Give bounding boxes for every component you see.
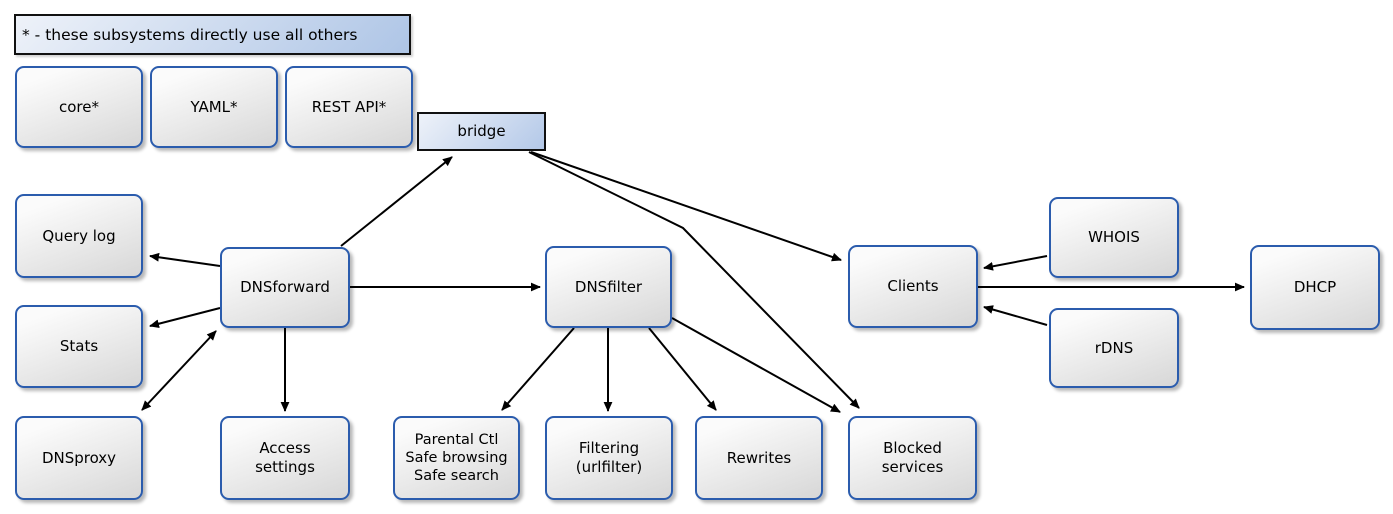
node-dhcp: DHCP [1250, 245, 1380, 330]
node-parental-ctl: Parental Ctl Safe browsing Safe search [393, 416, 520, 500]
node-clients: Clients [848, 245, 978, 328]
edge-dnsfilter-to-rewrites [648, 327, 717, 411]
node-bridge: bridge [417, 112, 546, 151]
node-dnsforward: DNSforward [220, 247, 350, 328]
edge-dnsforward-to-query-log [149, 252, 221, 267]
node-whois: WHOIS [1049, 197, 1179, 278]
node-stats: Stats [15, 305, 143, 388]
edge-bridge-to-clients [530, 151, 842, 262]
edge-dnsfilter-to-blocked-services [671, 317, 841, 413]
edge-dnsforward-to-bridge [340, 156, 453, 247]
node-core: core* [15, 66, 143, 148]
node-rewrites: Rewrites [695, 416, 823, 500]
node-access-settings: Access settings [220, 416, 350, 500]
edge-whois-to-clients [983, 255, 1048, 271]
node-blocked-services: Blocked services [848, 416, 977, 500]
node-yaml: YAML* [150, 66, 278, 148]
edge-dnsforward-to-stats [149, 307, 221, 329]
legend-note: * - these subsystems directly use all ot… [14, 14, 411, 55]
node-query-log: Query log [15, 194, 143, 278]
edge-dnsforward-dnsproxy-bidirectional [141, 330, 217, 411]
edge-dnsfilter-to-parental [501, 327, 575, 411]
edge-rdns-to-clients [983, 305, 1048, 326]
node-rest-api: REST API* [285, 66, 413, 148]
node-dnsfilter: DNSfilter [545, 246, 672, 328]
node-filtering: Filtering (urlfilter) [545, 416, 673, 500]
node-dnsproxy: DNSproxy [15, 416, 143, 500]
node-rdns: rDNS [1049, 308, 1179, 388]
